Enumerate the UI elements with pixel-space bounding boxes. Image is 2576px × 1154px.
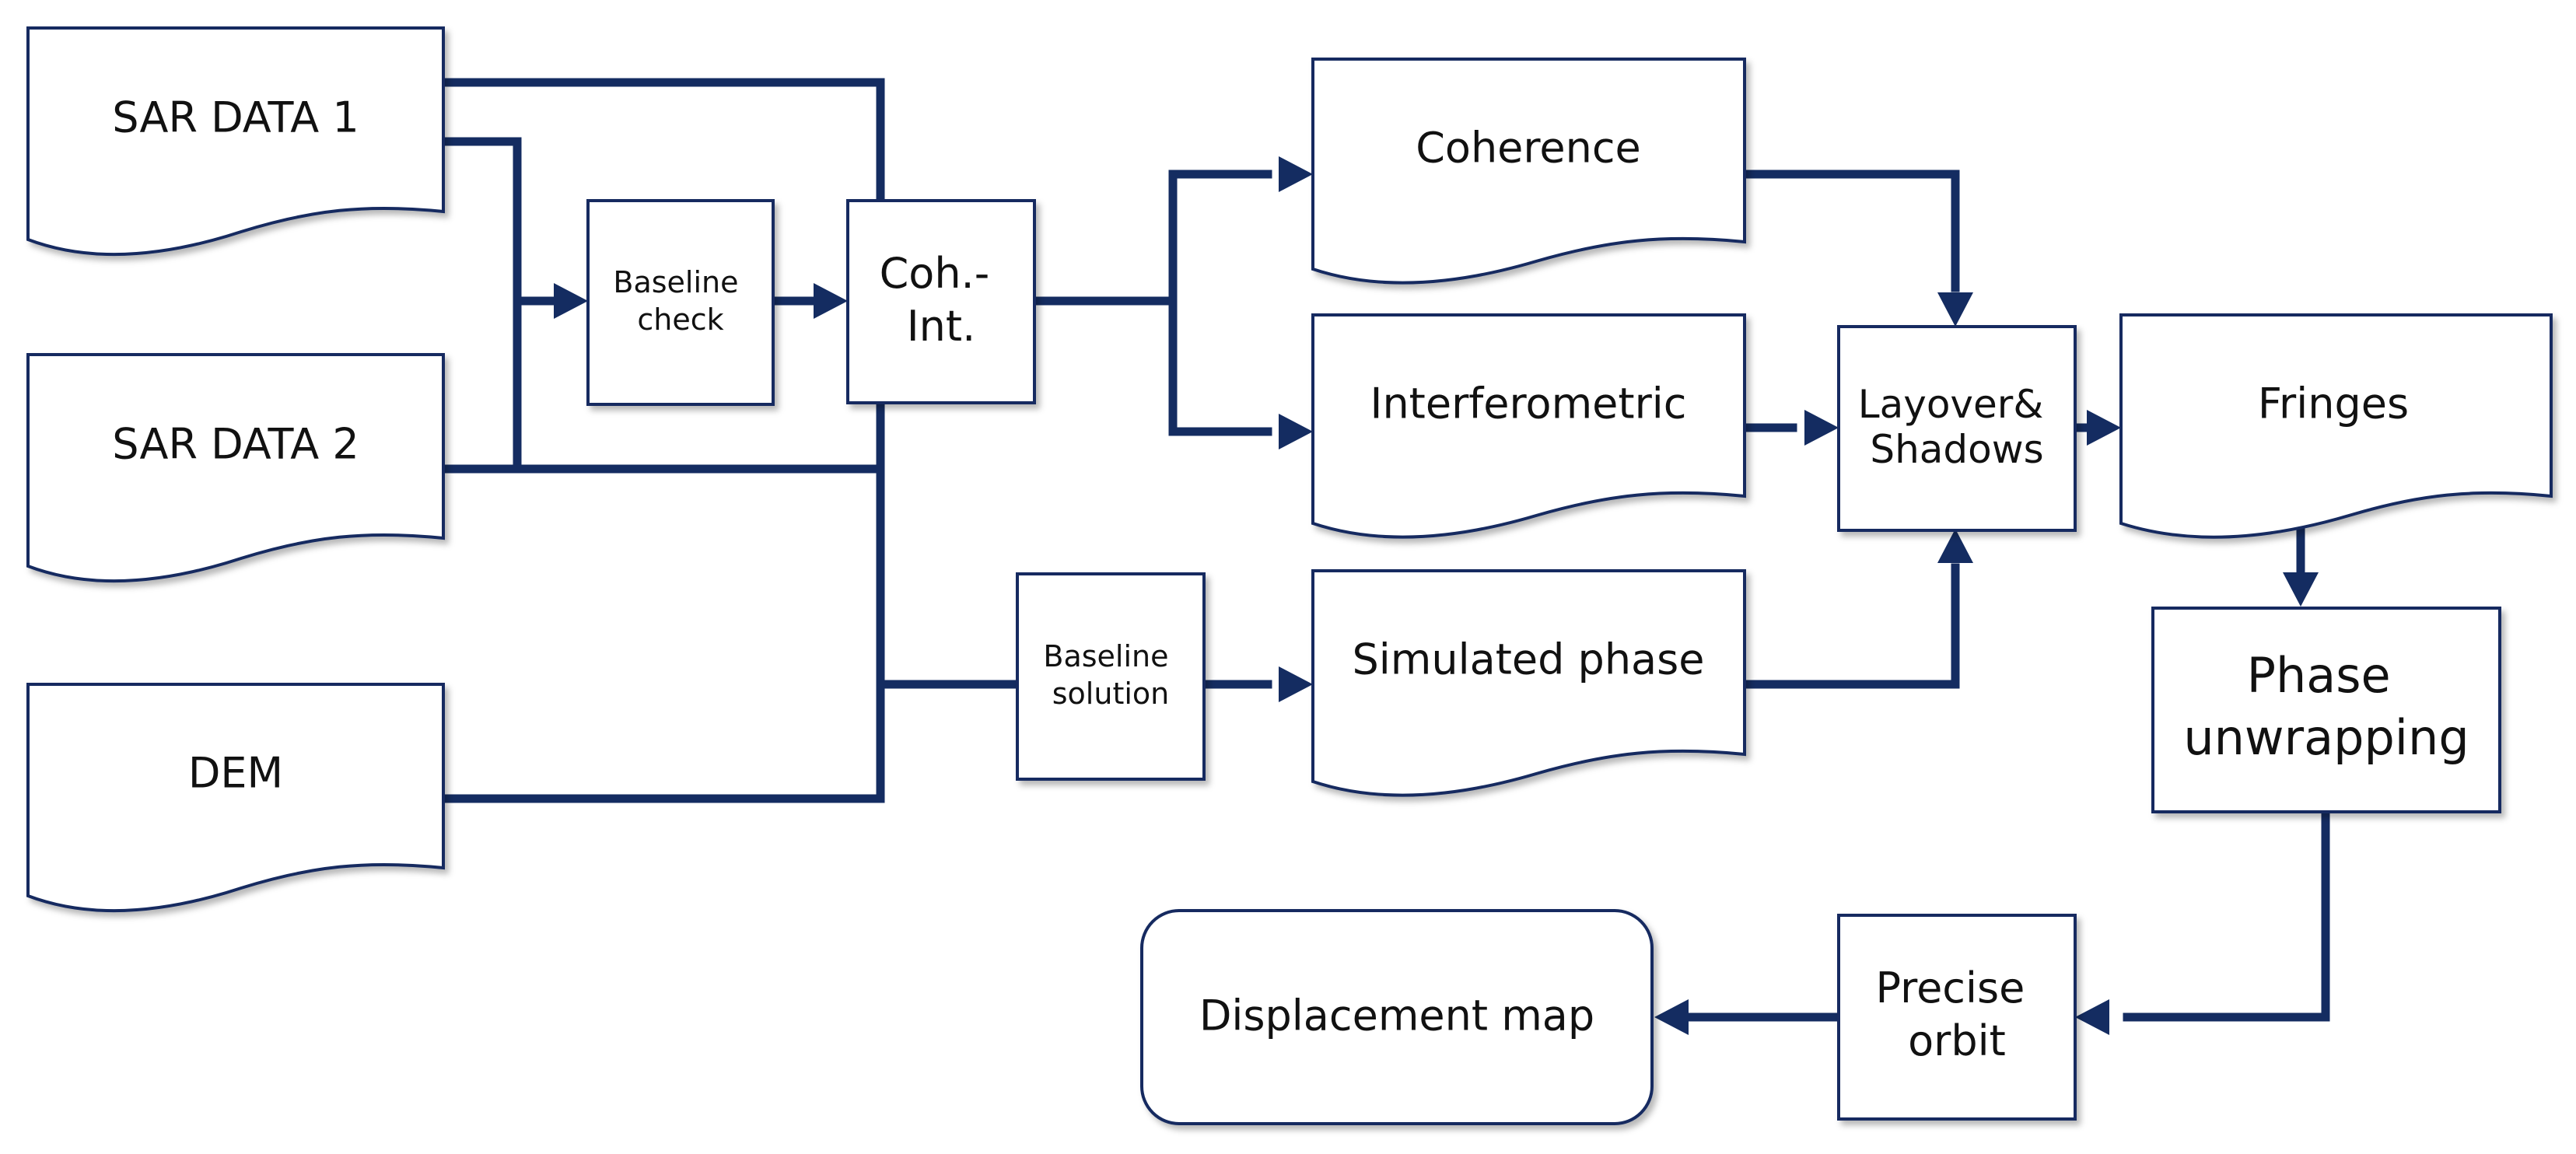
node-precise-orbit: Precise orbit — [1837, 914, 2077, 1121]
node-layover-shadows: Layover& Shadows — [1837, 325, 2077, 532]
node-coherence: Coherence — [1311, 58, 1746, 285]
connectors — [439, 78, 2330, 1022]
baseline-check-label: Baseline check — [613, 265, 747, 337]
phase-unwrapping-line-1: Phase — [2247, 647, 2391, 704]
dem-label: DEM — [188, 749, 283, 798]
document-shape — [26, 683, 445, 913]
precise-orbit-line-1: Precise — [1875, 963, 2025, 1012]
document-shape — [26, 353, 445, 583]
connector-sar1-to-baseline-check — [439, 137, 522, 474]
terminal-rounded-box — [1140, 909, 1654, 1125]
node-baseline-check: Baseline check — [586, 199, 775, 406]
coh-int-line-2: Int. — [907, 302, 976, 351]
precise-orbit-line-2: orbit — [1908, 1016, 2006, 1065]
process-box — [846, 199, 1036, 404]
arrowhead-into-phase-unwrapping — [2283, 572, 2319, 607]
arrowhead-into-precise-orbit — [2075, 999, 2109, 1035]
displacement-map-label: Displacement map — [1199, 991, 1594, 1040]
document-shape — [1311, 58, 1746, 285]
simulated-phase-label: Simulated phase — [1353, 635, 1705, 684]
arrowhead-into-fringes — [2087, 410, 2121, 446]
arrowhead-into-cohint — [814, 283, 848, 319]
sar-data-2-label: SAR DATA 2 — [112, 420, 359, 469]
process-box — [1837, 325, 2077, 532]
connector-vertical-trunk — [439, 398, 885, 803]
node-dem: DEM — [26, 683, 445, 913]
node-phase-unwrapping: Phase unwrapping — [2151, 607, 2501, 813]
coherence-label: Coherence — [1416, 124, 1641, 173]
arrowheads — [554, 156, 2319, 1035]
fringes-label: Fringes — [2258, 379, 2409, 428]
sar-data-1-label: SAR DATA 1 — [112, 93, 359, 142]
node-interferometric: Interferometric — [1311, 313, 1746, 539]
interferometric-label: Interferometric — [1370, 379, 1687, 428]
process-box — [1016, 572, 1206, 781]
connector-sar1-to-cohint — [439, 78, 885, 203]
arrowhead-into-layover-left — [1804, 410, 1839, 446]
baseline-solution-line-2: solution — [1052, 677, 1169, 711]
precise-orbit-label: Precise orbit — [1875, 963, 2038, 1065]
connector-coherence-to-layover — [1741, 170, 1960, 292]
node-baseline-solution: Baseline solution — [1016, 572, 1206, 781]
arrowhead-into-layover-bottom — [1937, 529, 1973, 563]
arrowhead-into-coherence — [1279, 156, 1313, 192]
arrowhead-into-layover-top — [1937, 292, 1973, 327]
node-simulated-phase: Simulated phase — [1311, 569, 1746, 797]
connector-split-to-interferometric — [1168, 296, 1272, 436]
phase-unwrapping-label: Phase unwrapping — [2183, 647, 2469, 766]
node-coh-int: Coh.- Int. — [846, 199, 1036, 404]
connector-phase-unwrapping-to-precise-orbit — [2123, 808, 2330, 1022]
baseline-solution-label: Baseline solution — [1043, 639, 1178, 711]
layover-shadows-line-2: Shadows — [1870, 427, 2043, 472]
node-sar-data-1: SAR DATA 1 — [26, 26, 445, 257]
arrowhead-into-interferometric — [1279, 414, 1313, 449]
layover-shadows-line-1: Layover& — [1858, 382, 2044, 427]
connector-split-to-coherence — [1168, 170, 1272, 436]
baseline-check-line-2: check — [637, 302, 723, 337]
arrowhead-into-baseline-check — [554, 283, 588, 319]
process-box — [2151, 607, 2501, 813]
document-shape — [26, 26, 445, 257]
layover-shadows-label: Layover& Shadows — [1858, 382, 2056, 472]
coh-int-label: Coh.- Int. — [880, 249, 1003, 351]
baseline-check-line-1: Baseline — [613, 265, 738, 299]
coh-int-line-1: Coh.- — [880, 249, 990, 298]
baseline-solution-line-1: Baseline — [1043, 639, 1168, 673]
node-displacement-map: Displacement map — [1140, 909, 1654, 1125]
arrowhead-into-displacement-map — [1654, 999, 1689, 1035]
document-shape — [2119, 313, 2553, 539]
document-shape — [1311, 569, 1746, 797]
arrowhead-into-simulated-phase — [1279, 666, 1313, 702]
node-fringes: Fringes — [2119, 313, 2553, 539]
phase-unwrapping-line-2: unwrapping — [2183, 709, 2469, 766]
document-shape — [1311, 313, 1746, 539]
connector-simulated-phase-to-layover — [1741, 563, 1960, 689]
process-box — [1837, 914, 2077, 1121]
node-sar-data-2: SAR DATA 2 — [26, 353, 445, 583]
process-box — [586, 199, 775, 406]
